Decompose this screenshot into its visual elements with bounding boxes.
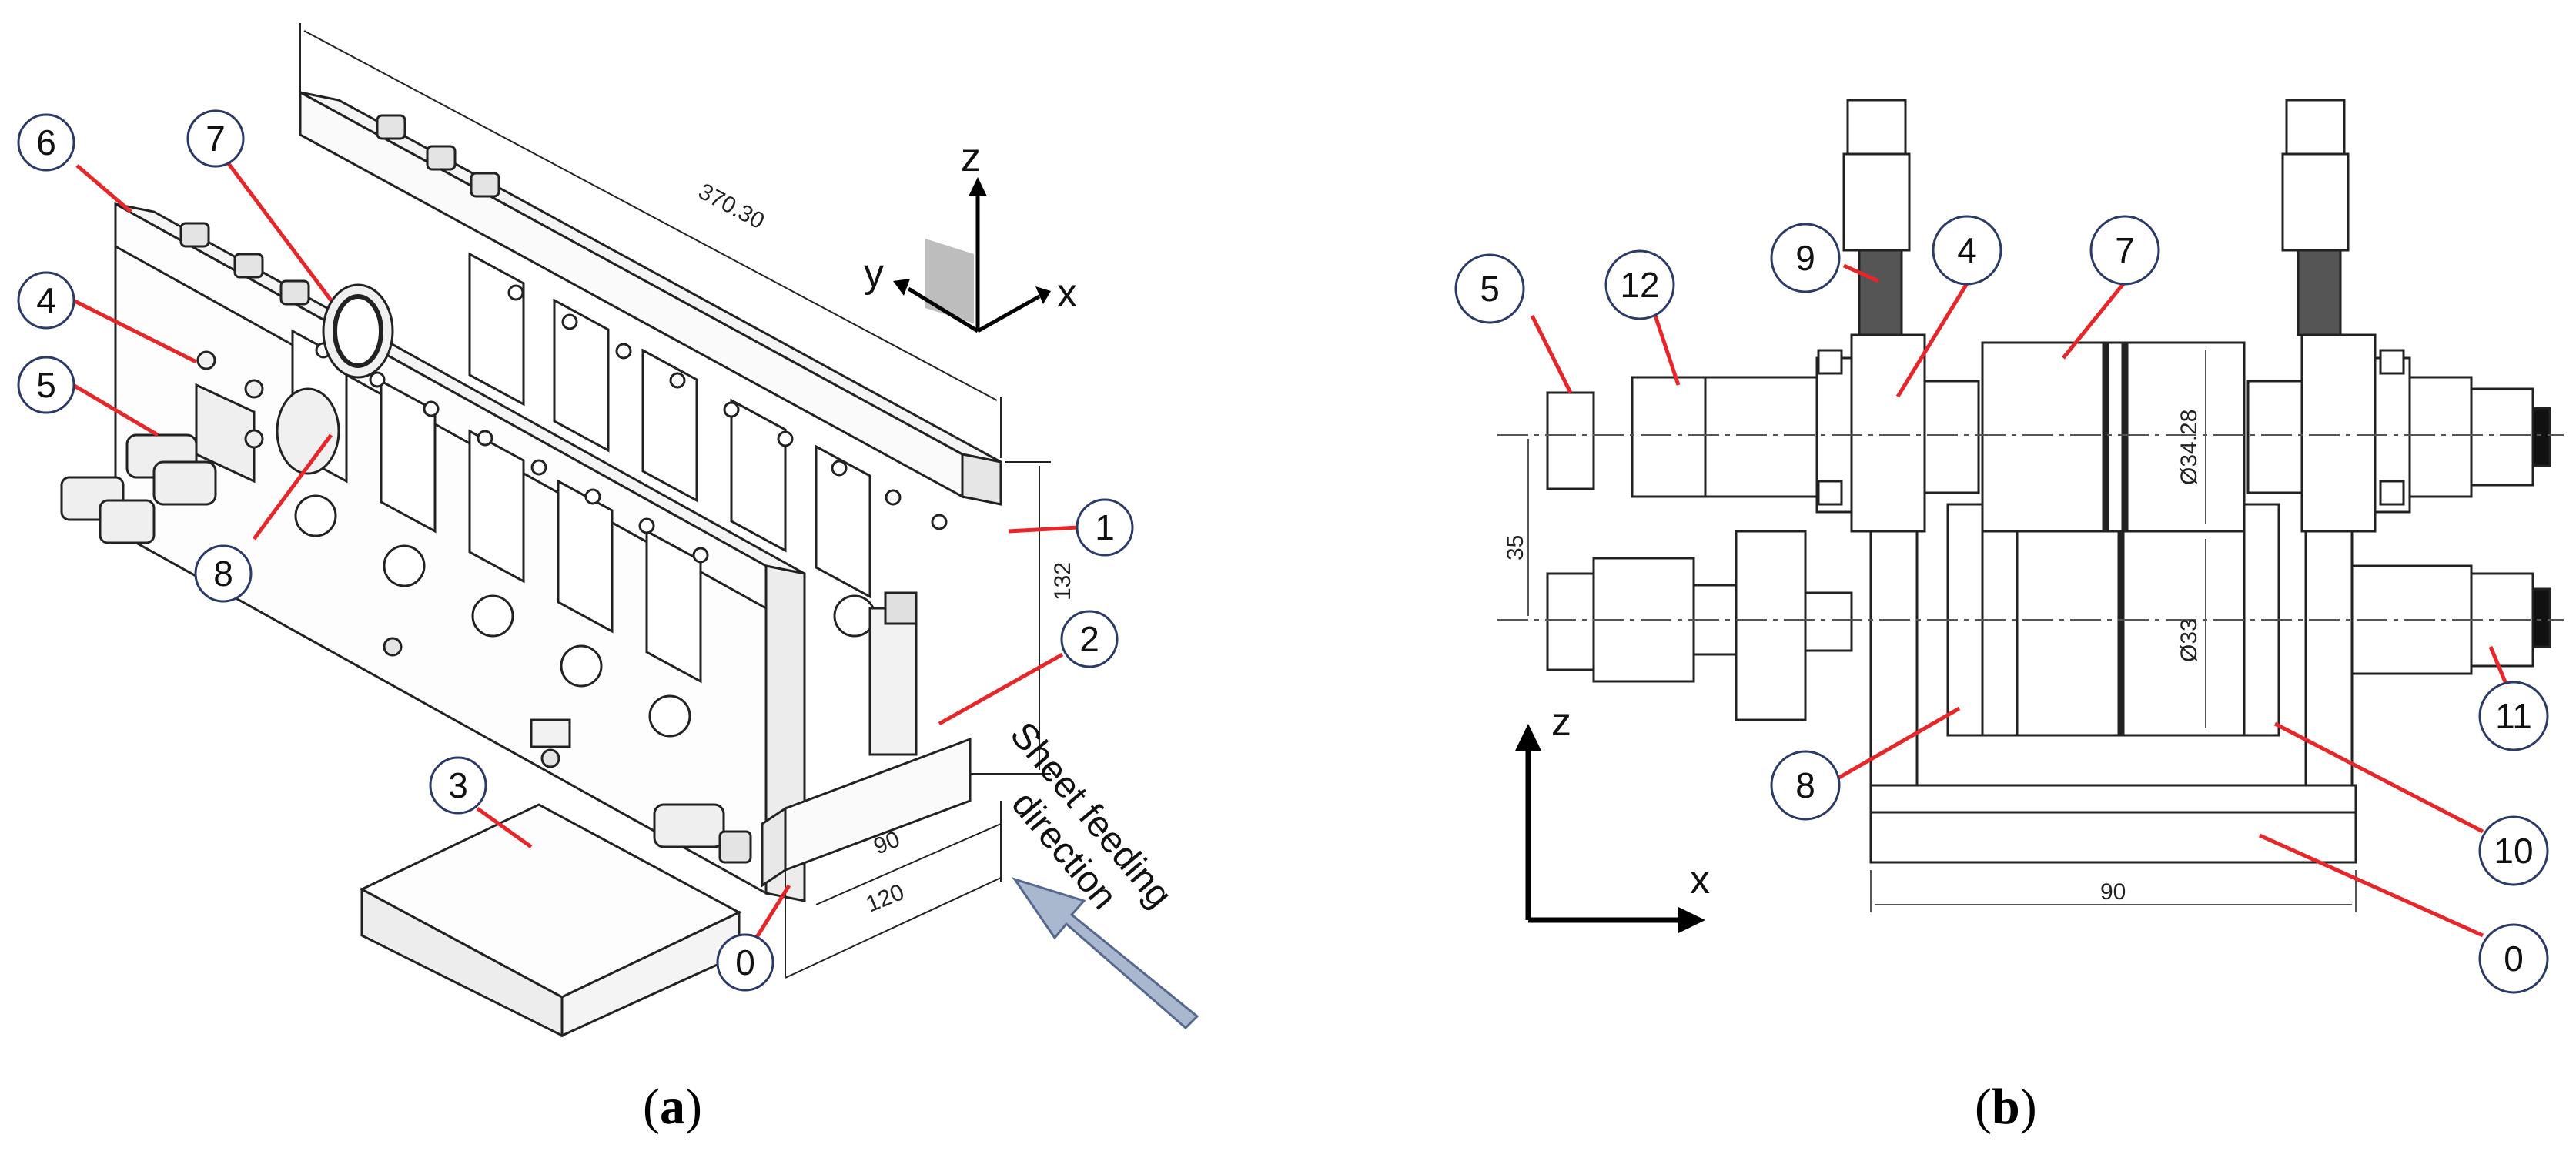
callout-circles-b xyxy=(1454,215,2549,994)
axes-a xyxy=(893,177,1051,333)
callout-6-a: 6 xyxy=(36,122,56,162)
upper-shaft-cap xyxy=(1546,391,1595,490)
lower-roller xyxy=(276,387,340,475)
axis-x-label-a: x xyxy=(1057,271,1077,316)
lower-support-right xyxy=(2304,530,2354,787)
bolt xyxy=(2379,480,2405,506)
side-screw xyxy=(383,637,403,657)
dim-roll-bottom-b: Ø33 xyxy=(2176,618,2202,662)
callout-7-a: 7 xyxy=(206,119,226,159)
callout-10-b: 10 xyxy=(2494,831,2533,871)
end-block xyxy=(868,607,918,756)
back-frame-end xyxy=(961,453,1002,506)
screw-block-left xyxy=(1842,152,1911,252)
upper-coupling-12 xyxy=(1631,376,1707,498)
caption-b: (b) xyxy=(1975,1079,2037,1135)
axis-plane-shade xyxy=(925,239,974,323)
lower-nut-cap xyxy=(2531,587,2551,648)
upper-spacer-right xyxy=(2246,380,2303,494)
panel-b-drawing xyxy=(1546,99,2551,864)
axis-z-label-b: z xyxy=(1551,700,1571,745)
arm-bracket xyxy=(530,718,571,748)
callout-9-b: 9 xyxy=(1795,238,1815,278)
upper-nut-cap xyxy=(2531,407,2551,467)
upper-spacer-left xyxy=(1923,380,1980,494)
side-plate-right xyxy=(2300,333,2377,533)
bolt xyxy=(2379,349,2405,375)
upper-shaft-right xyxy=(2408,376,2473,498)
callouts-a xyxy=(72,160,1079,949)
callout-3-a: 3 xyxy=(448,765,468,805)
upper-hex-nut xyxy=(2470,387,2534,487)
bolt xyxy=(1817,349,1843,375)
dim-height-a: 132 xyxy=(1050,562,1076,601)
front-nut xyxy=(718,830,752,864)
side-plate-left xyxy=(1850,333,1926,533)
axes-b xyxy=(1515,724,1705,933)
arm-screw xyxy=(540,748,560,768)
top-screws xyxy=(179,114,500,306)
callout-circles-a xyxy=(17,109,1134,992)
lower-flange xyxy=(1735,530,1807,721)
base-block xyxy=(1869,784,2357,864)
axis-x-label-b: x xyxy=(1690,858,1710,902)
dim-base-width-b: 90 xyxy=(2100,879,2126,905)
lower-shaft-mid xyxy=(1804,591,1853,652)
back-plate-windows xyxy=(468,252,871,599)
axis-z-label-a: z xyxy=(961,136,981,180)
bolt xyxy=(1817,480,1843,506)
callout-12-b: 12 xyxy=(1620,265,1659,305)
sheet-feed-arrow xyxy=(1012,877,1199,1030)
callout-4-a: 4 xyxy=(36,280,56,320)
callout-0-a: 0 xyxy=(735,942,755,982)
lower-support-left xyxy=(1869,530,1919,787)
panel-a-drawing xyxy=(60,90,1002,1038)
shaft-assembly-left xyxy=(60,350,264,544)
screw-head-right xyxy=(2285,99,2346,156)
callout-1-a: 1 xyxy=(1095,507,1115,547)
callout-8-a: 8 xyxy=(213,554,233,594)
end-block-screw xyxy=(884,591,918,625)
callout-7-b: 7 xyxy=(2115,230,2135,270)
screw-head-left xyxy=(1846,99,1907,156)
panel-a-dimensions xyxy=(299,23,1051,979)
frame-holes xyxy=(294,284,948,738)
thread-right xyxy=(2297,249,2342,336)
upper-roller-flange xyxy=(333,294,383,368)
callout-0-b: 0 xyxy=(2504,939,2524,979)
axis-y-label-a: y xyxy=(864,251,884,296)
callout-5-b: 5 xyxy=(1480,269,1500,309)
dim-width-outer-a: 120 xyxy=(862,879,908,917)
support-arm-side xyxy=(360,887,564,1038)
caption-a: (a) xyxy=(643,1079,702,1135)
callout-5-a: 5 xyxy=(36,365,56,405)
dim-pitch-b: 35 xyxy=(1503,535,1528,561)
callout-8-b: 8 xyxy=(1795,765,1815,805)
dim-roll-top-b: Ø34.28 xyxy=(2176,410,2202,485)
callout-4-b: 4 xyxy=(1957,230,1977,270)
callouts-b xyxy=(1530,263,2512,938)
callout-2-a: 2 xyxy=(1079,619,1099,659)
lower-shaft-cap xyxy=(1546,572,1595,671)
callout-11-b: 11 xyxy=(2495,696,2532,736)
lower-roller xyxy=(1981,530,2246,737)
thread-left xyxy=(1858,249,1903,336)
front-shaft xyxy=(653,803,725,848)
screw-block-right xyxy=(2281,152,2350,252)
dim-length-a: 370.30 xyxy=(694,179,769,234)
upper-roller xyxy=(1981,341,2246,533)
